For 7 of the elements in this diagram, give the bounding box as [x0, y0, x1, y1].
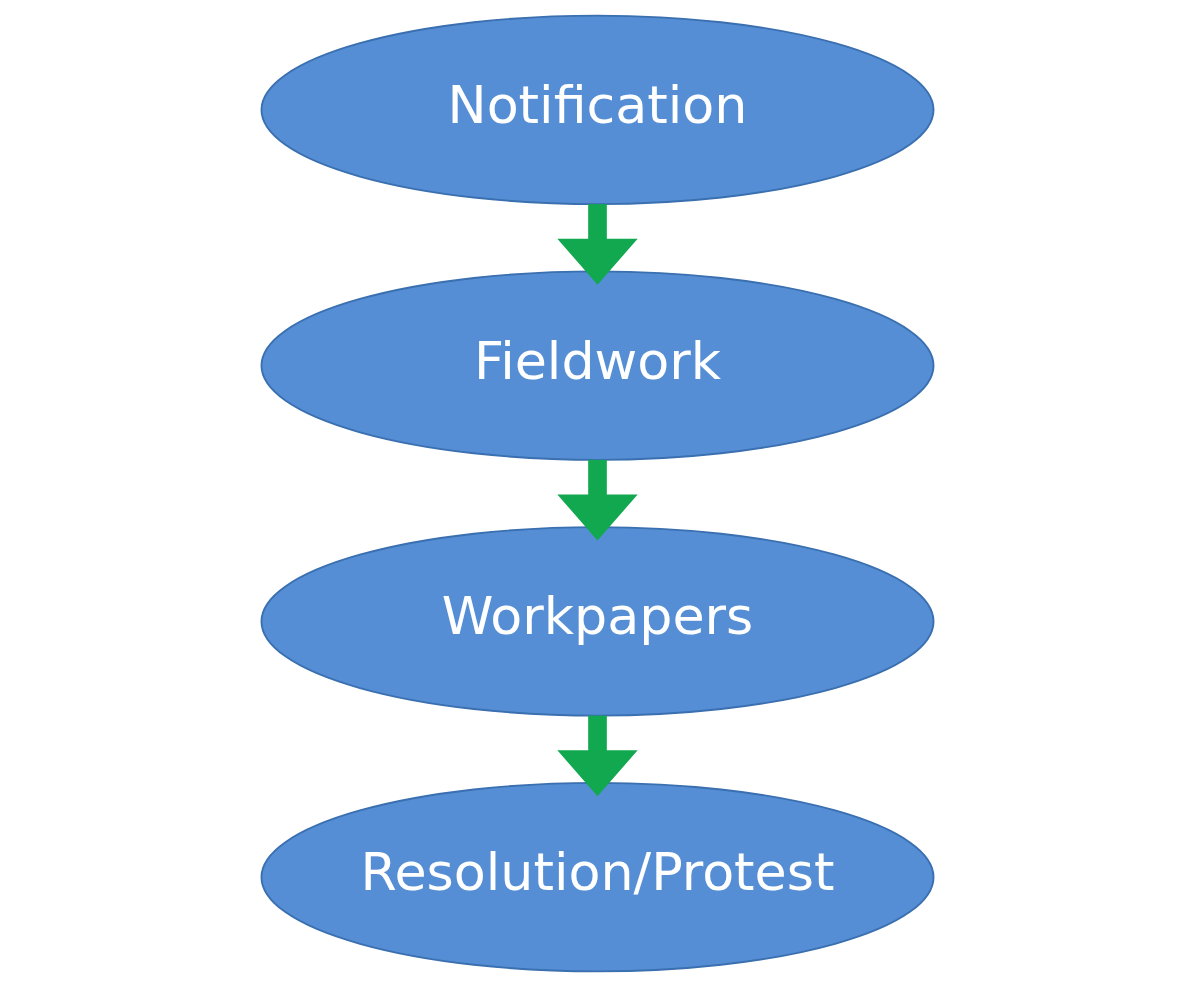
arrow: [556, 459, 638, 541]
node-ellipse: Resolution/Protest: [260, 781, 934, 973]
node-ellipse: Notification: [260, 14, 934, 206]
node-ellipse: Workpapers: [260, 526, 934, 717]
arrow: [556, 715, 638, 797]
node-ellipse: Fieldwork: [260, 270, 934, 461]
arrow: [556, 204, 638, 285]
